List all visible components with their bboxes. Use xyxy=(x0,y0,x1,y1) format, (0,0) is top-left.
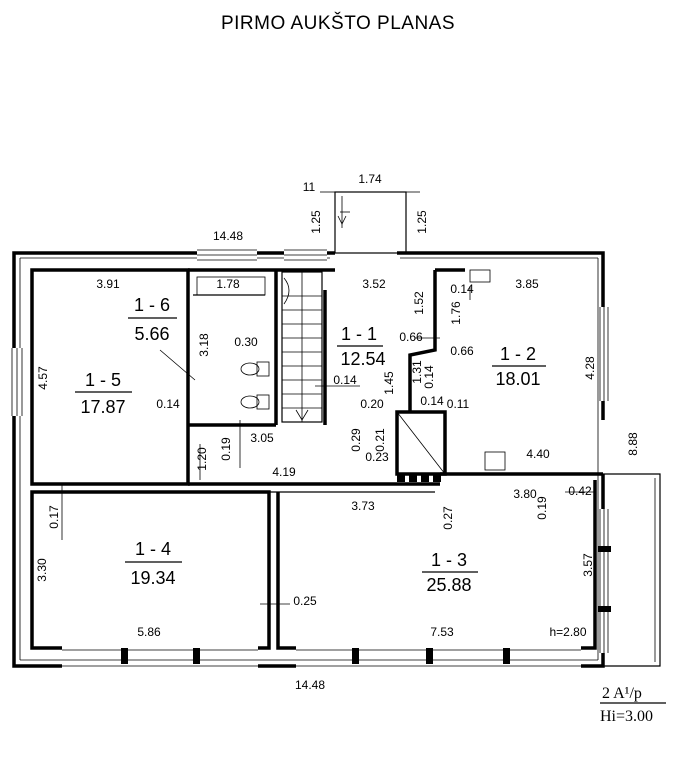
room-1-1-area: 12.54 xyxy=(340,349,385,369)
dim-3-05: 3.05 xyxy=(250,431,274,445)
dim-0-17: 0.17 xyxy=(47,505,61,529)
dim-5-86: 5.86 xyxy=(137,625,161,639)
dim-0-14-b: 0.14 xyxy=(156,397,180,411)
entrance-number: 11 xyxy=(303,180,316,194)
dim-0-21: 0.21 xyxy=(373,428,387,452)
room-1-4-area: 19.34 xyxy=(130,568,175,588)
dimension-lines xyxy=(61,286,595,605)
dim-0-23: 0.23 xyxy=(365,450,389,464)
bathroom-fixtures xyxy=(196,276,270,410)
dim-1-52: 1.52 xyxy=(412,291,426,315)
dim-4-57: 4.57 xyxy=(36,366,50,390)
room-1-3-area: 25.88 xyxy=(426,575,471,595)
staircase xyxy=(281,271,323,423)
dim-4-19: 4.19 xyxy=(272,465,296,479)
dim-3-91: 3.91 xyxy=(96,277,120,291)
dim-3-73: 3.73 xyxy=(351,499,375,513)
dim-0-29: 0.29 xyxy=(349,428,363,452)
dim-3-18: 3.18 xyxy=(197,333,211,357)
dim-0-14-e: 0.14 xyxy=(420,394,444,408)
dim-0-19-b: 0.19 xyxy=(535,496,549,520)
windows xyxy=(10,249,609,671)
dim-7-53: 7.53 xyxy=(430,625,454,639)
dim-0-66-a: 0.66 xyxy=(399,330,423,344)
dim-0-27: 0.27 xyxy=(441,506,455,530)
room-1-1-id: 1 - 1 xyxy=(341,324,377,344)
dim-overall-right: 8.88 xyxy=(626,432,640,456)
dim-3-30: 3.30 xyxy=(35,558,49,582)
legend: 2 A¹/p Hi=3.00 xyxy=(600,685,666,725)
ceiling-height: h=2.80 xyxy=(549,625,586,639)
dim-entrance-left: 1.25 xyxy=(309,210,323,234)
terrace xyxy=(603,473,661,667)
dim-3-57: 3.57 xyxy=(581,553,595,577)
entrance-porch xyxy=(320,191,420,254)
room-1-3-id: 1 - 3 xyxy=(431,550,467,570)
dim-0-30: 0.30 xyxy=(234,335,258,349)
dim-3-80: 3.80 xyxy=(513,487,537,501)
dim-entrance-width: 1.74 xyxy=(358,172,382,186)
dim-0-20: 0.20 xyxy=(360,397,384,411)
room-1-5-area: 17.87 xyxy=(80,397,125,417)
room-1-2-id: 1 - 2 xyxy=(500,344,536,364)
dim-0-25: 0.25 xyxy=(293,594,317,608)
dim-1-20: 1.20 xyxy=(195,447,209,471)
dim-1-76: 1.76 xyxy=(449,301,463,325)
dim-0-11: 0.11 xyxy=(447,397,470,411)
dim-4-40: 4.40 xyxy=(526,447,550,461)
legend-line-1: 2 A¹/p xyxy=(602,685,642,702)
dim-0-42: 0.42 xyxy=(568,484,592,498)
dim-0-14-d: 0.14 xyxy=(422,365,436,389)
window-mullions xyxy=(121,546,611,664)
dim-0-66-b: 0.66 xyxy=(450,344,474,358)
room-1-4-id: 1 - 4 xyxy=(135,539,171,559)
dim-0-19-a: 0.19 xyxy=(219,437,233,461)
room-1-2-area: 18.01 xyxy=(495,369,540,389)
closet-fixtures xyxy=(397,269,506,482)
dim-3-52: 3.52 xyxy=(362,277,386,291)
dim-overall-top: 14.48 xyxy=(213,229,243,243)
dimension-labels: 14.48 14.48 8.88 11 1.74 1.25 1.25 3.91 … xyxy=(35,172,640,692)
room-labels: 1 - 6 5.66 1 - 1 12.54 1 - 2 18.01 1 - 5… xyxy=(75,295,546,595)
legend-line-2: Hi=3.00 xyxy=(600,708,653,725)
interior-walls xyxy=(30,268,603,650)
dim-1-45: 1.45 xyxy=(382,371,396,395)
dim-0-14-c: 0.14 xyxy=(333,373,357,387)
dim-0-14-a: 0.14 xyxy=(450,282,474,296)
room-1-6-area: 5.66 xyxy=(134,324,169,344)
dim-entrance-right: 1.25 xyxy=(415,210,429,234)
room-1-6-id: 1 - 6 xyxy=(134,295,170,315)
dim-1-78: 1.78 xyxy=(216,277,240,291)
plan-title: PIRMO AUKŠTO PLANAS xyxy=(221,12,455,34)
dim-4-28: 4.28 xyxy=(583,356,597,380)
dim-overall-bottom: 14.48 xyxy=(295,678,325,692)
room-1-5-id: 1 - 5 xyxy=(85,370,121,390)
dim-3-85: 3.85 xyxy=(515,277,539,291)
dim-1-31: 1.31 xyxy=(410,360,424,384)
